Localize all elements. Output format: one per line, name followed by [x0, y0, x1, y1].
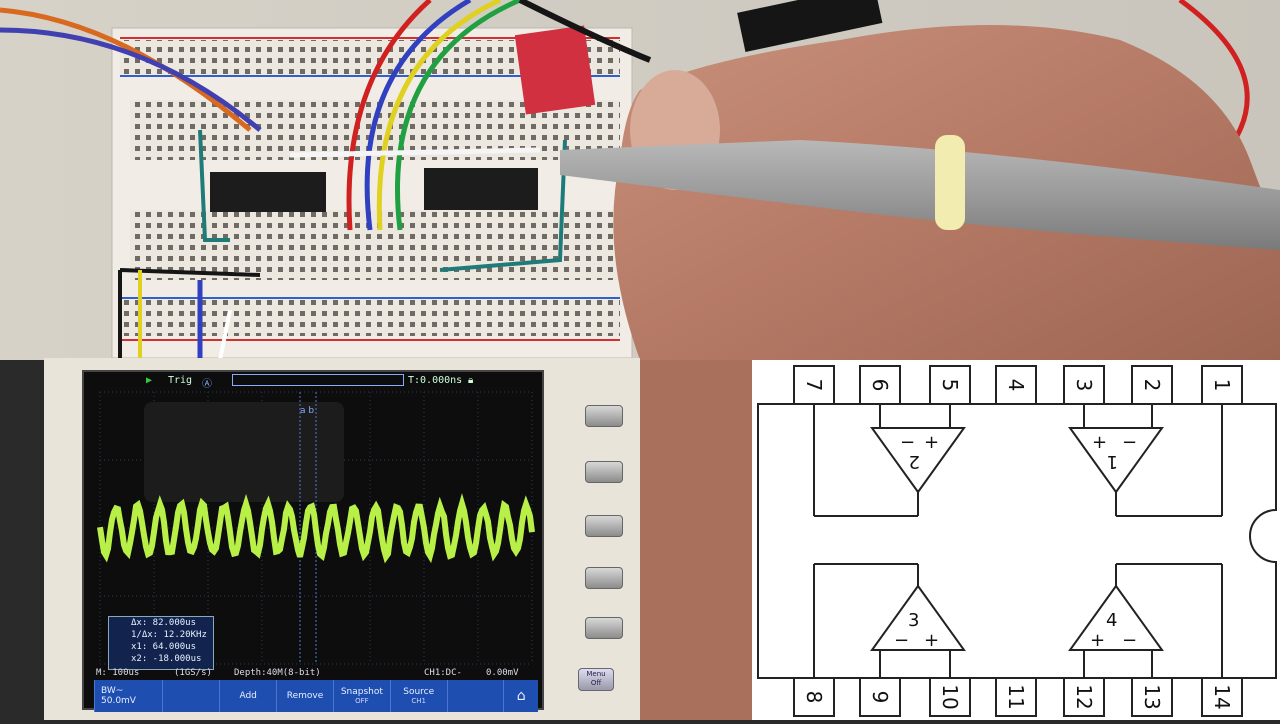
snapshot-button[interactable]: Snapshot OFF	[333, 680, 390, 712]
menu-blank-2	[447, 680, 504, 712]
internal-wiring	[814, 404, 1222, 678]
cursor-x1: x1: 64.000us	[109, 641, 213, 653]
amp-3-minus: −	[894, 630, 909, 651]
pin-top-7: 7	[802, 379, 826, 392]
softkey-1[interactable]	[585, 405, 623, 427]
run-indicator-icon: ▶	[146, 375, 152, 386]
amp-2-minus: −	[900, 432, 915, 453]
pin-top-2: 2	[1140, 379, 1164, 392]
trigger-mode-icon: Ⓐ	[202, 375, 212, 390]
pin-top-5: 5	[938, 379, 962, 392]
scope-status-row: M: 100us (1GS/s) Depth:40M(8-bit) CH1:DC…	[94, 668, 540, 679]
pinout-svg: 7 6 5 4 3 2 1 8 9 10 11 12 13 14 − + 2 + − 1 3 −	[752, 360, 1280, 720]
amp-4-minus: −	[1122, 630, 1137, 651]
sample-rate: (1GS/s)	[174, 668, 212, 678]
pin-bottom-13: 13	[1140, 684, 1164, 709]
cursor-markers: a b	[300, 406, 314, 416]
ch1-scale: 50.0mV	[101, 696, 162, 706]
pin-top-1: 1	[1210, 379, 1234, 392]
remove-label: Remove	[277, 691, 333, 701]
pin-bottom-8: 8	[802, 691, 826, 704]
amp-4-number: 4	[1106, 610, 1117, 631]
time-offset: T:0.000ns	[408, 375, 462, 386]
pin-top-4: 4	[1004, 379, 1028, 392]
snapshot-label: Snapshot	[334, 687, 390, 697]
menu-off-line1: Menu	[579, 670, 613, 679]
timebase-window	[232, 374, 404, 386]
softkey-4[interactable]	[585, 567, 623, 589]
ch1-indicator[interactable]: BW~ 50.0mV	[94, 680, 162, 712]
amp-1-plus: +	[1092, 432, 1107, 453]
scope-softkey-menu: BW~ 50.0mV Add Remove Snapshot OFF Sourc…	[94, 680, 538, 712]
cursor-x2: x2: -18.000us	[109, 653, 213, 665]
trigger-level: 0.00mV	[486, 668, 519, 678]
source-label: Source	[391, 687, 447, 697]
cursor-mark-a: a	[300, 406, 306, 416]
amp-3-plus: +	[924, 630, 939, 651]
pin-bottom-14: 14	[1210, 684, 1234, 709]
pin-bottom-9: 9	[868, 691, 892, 704]
delta-x: Δx: 82.000us	[109, 617, 213, 629]
pin-top-6: 6	[868, 379, 892, 392]
pin-bottom-11: 11	[1004, 684, 1028, 709]
softkey-5[interactable]	[585, 617, 623, 639]
amp-2-number: 2	[909, 451, 920, 472]
add-button[interactable]: Add	[219, 680, 276, 712]
trig-label: Trig	[168, 375, 192, 386]
pin-top-3: 3	[1072, 379, 1096, 392]
channel-coupling: CH1:DC-	[424, 668, 462, 678]
lock-icon: 🔒︎	[468, 375, 473, 386]
source-button[interactable]: Source CH1	[390, 680, 447, 712]
amp-1-minus: −	[1122, 432, 1137, 453]
pin-bottom-10: 10	[938, 684, 962, 709]
pin-bottom-12: 12	[1072, 684, 1096, 709]
memory-depth: Depth:40M(8-bit)	[234, 668, 321, 678]
remove-button[interactable]: Remove	[276, 680, 333, 712]
inverse-delta-x: 1/Δx: 12.20KHz	[109, 629, 213, 641]
ic-package-outline	[758, 404, 1276, 678]
menu-blank	[162, 680, 219, 712]
add-label: Add	[220, 691, 276, 701]
source-state: CH1	[391, 697, 447, 705]
snapshot-state: OFF	[334, 697, 390, 705]
home-icon[interactable]: ⌂	[503, 680, 538, 712]
amp-2-plus: +	[924, 432, 939, 453]
amp-3-number: 3	[908, 610, 919, 631]
amp-4-plus: +	[1090, 630, 1105, 651]
cursor-mark-b: b	[308, 406, 314, 416]
scope-top-bar: ▶ Trig Ⓐ T:0.000ns 🔒︎	[84, 372, 542, 390]
menu-off-button[interactable]: Menu Off	[578, 668, 614, 691]
softkey-2[interactable]	[585, 461, 623, 483]
timebase: M: 100us	[96, 668, 139, 678]
menu-off-line2: Off	[579, 679, 613, 688]
ch1-bw: BW~	[101, 686, 162, 696]
softkey-3[interactable]	[585, 515, 623, 537]
amp-1-number: 1	[1107, 451, 1118, 472]
cursor-measurement-panel: Δx: 82.000us 1/Δx: 12.20KHz x1: 64.000us…	[108, 616, 214, 670]
op-amp-pinout-diagram: 7 6 5 4 3 2 1 8 9 10 11 12 13 14 − + 2 + − 1 3 −	[752, 360, 1280, 720]
